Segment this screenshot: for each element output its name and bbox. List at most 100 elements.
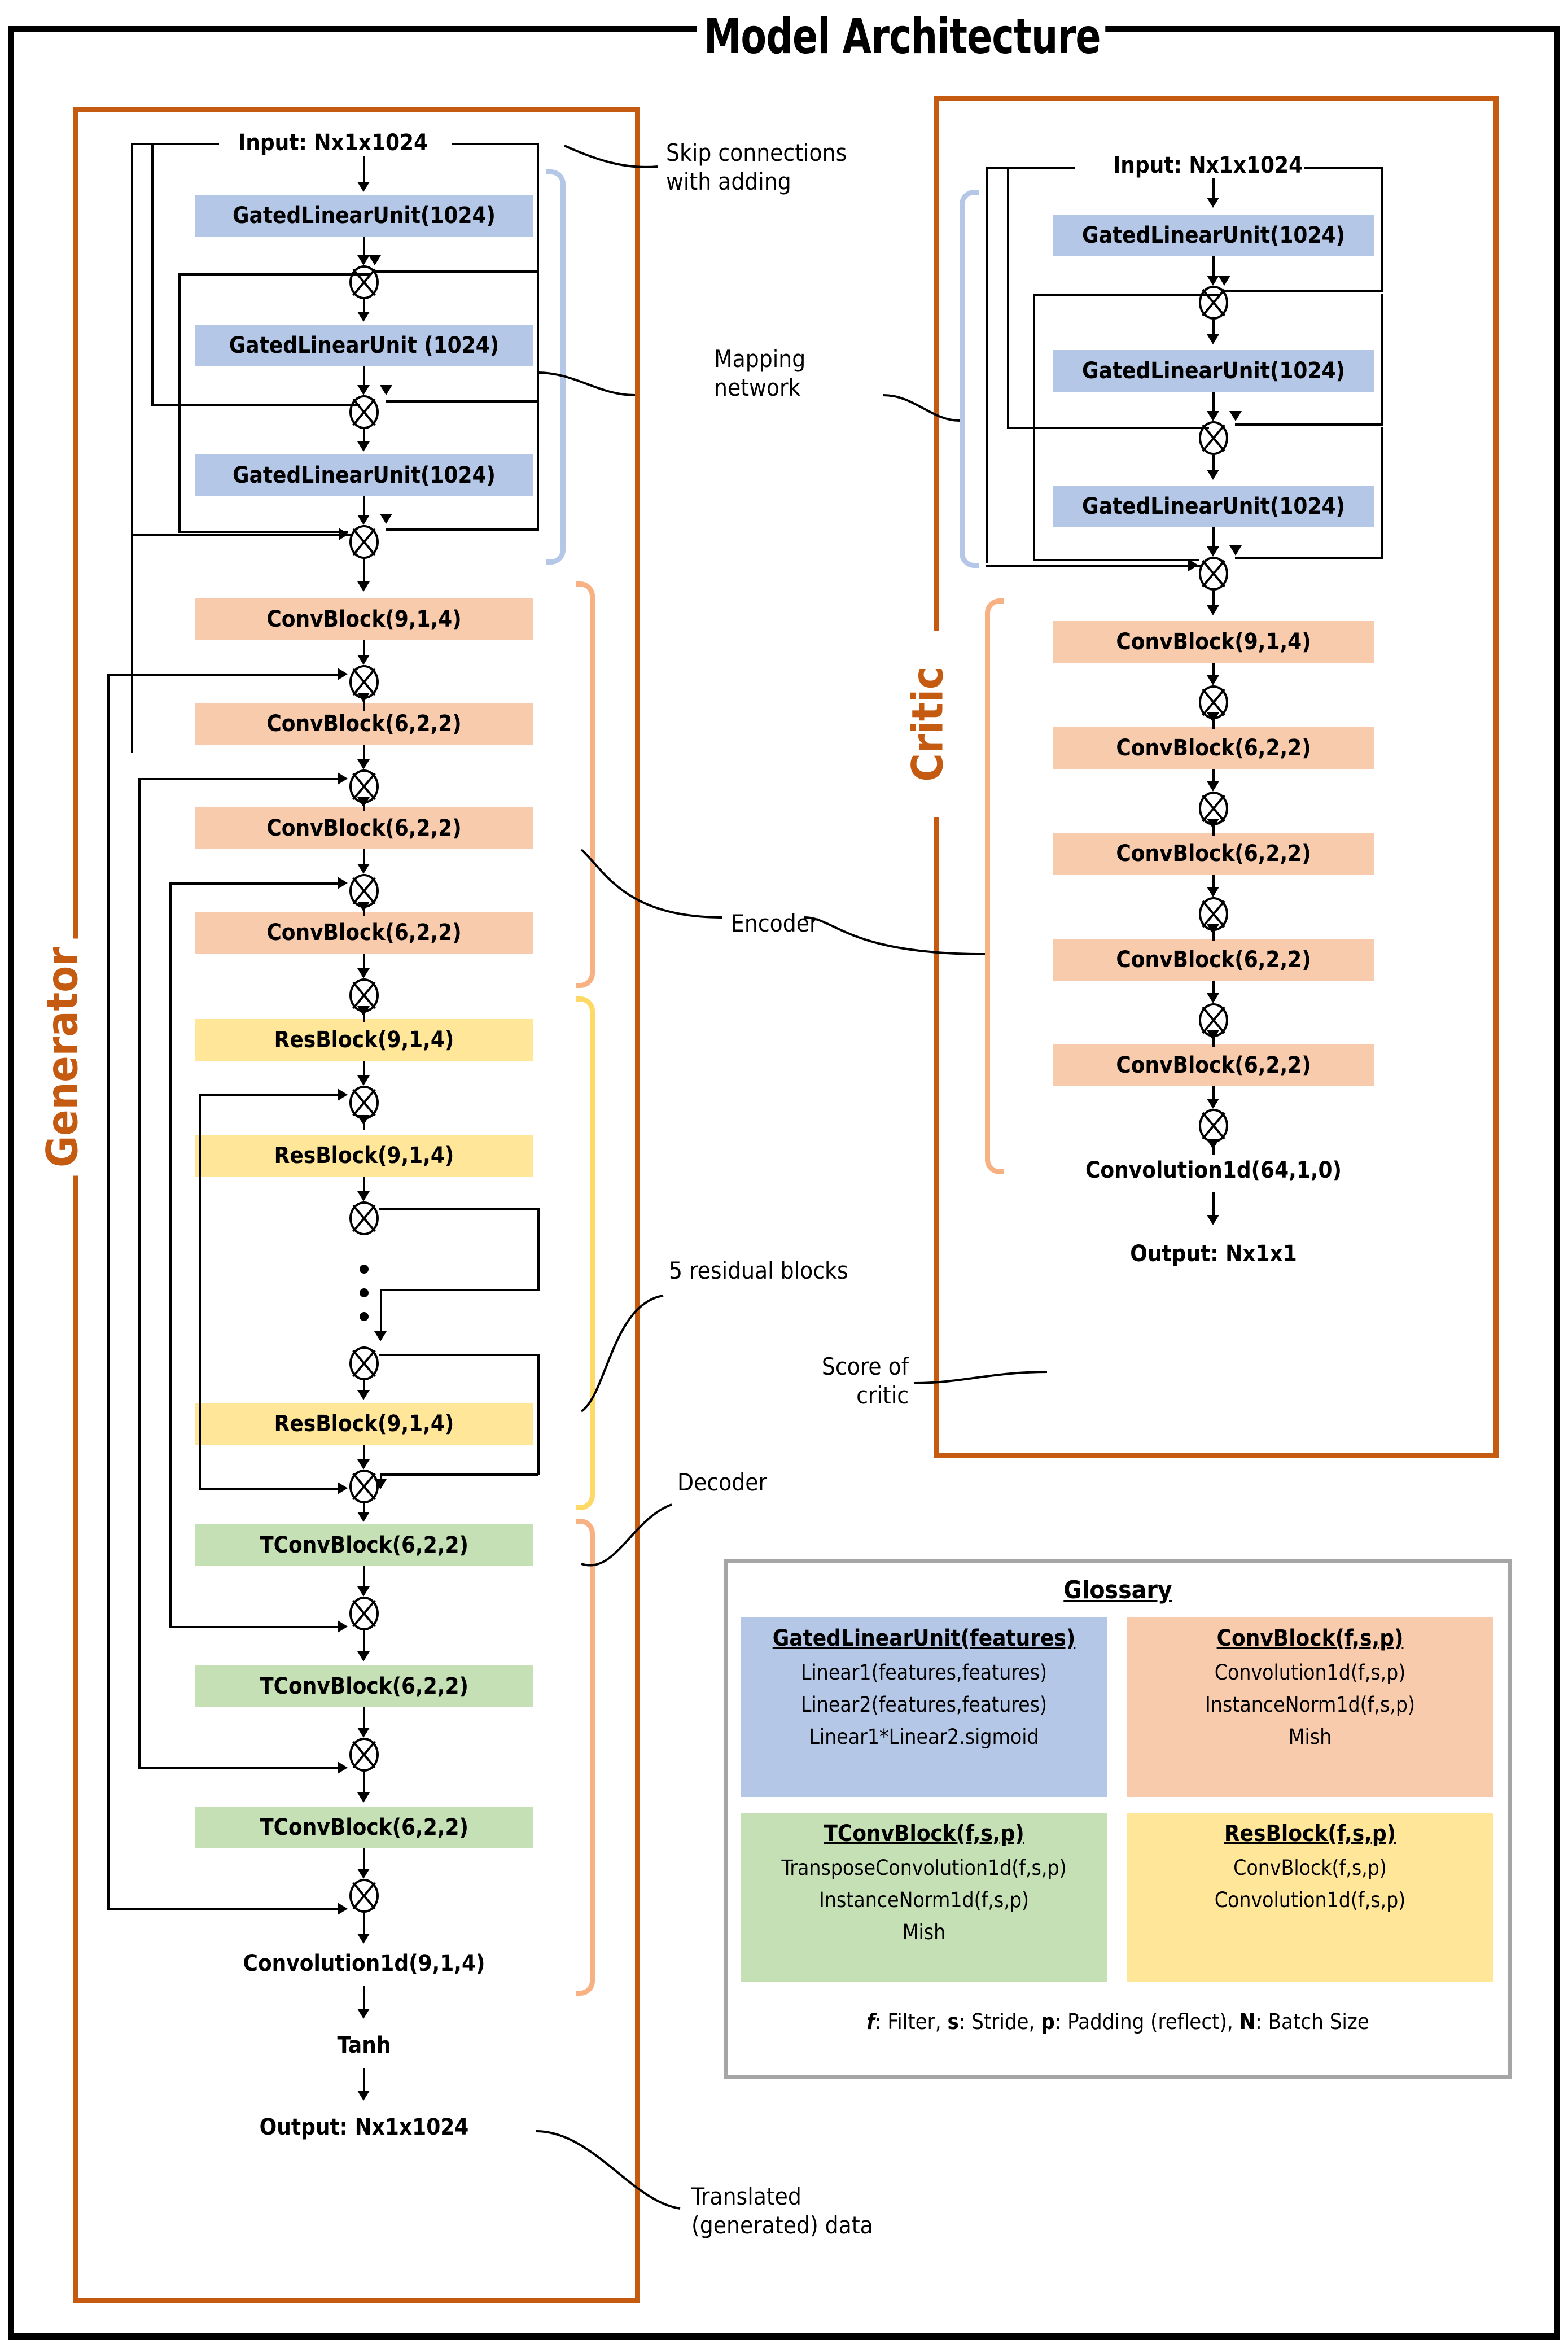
gen-res-loop-arrow [374, 1331, 387, 1341]
critic-arrow-head [1207, 675, 1219, 685]
gen-skip-arrow [338, 1088, 348, 1101]
gen-skip-line [178, 273, 370, 276]
gen-skip-arrow [339, 528, 349, 540]
critic-arrow-head [1207, 924, 1219, 934]
gen-skip-line [452, 143, 539, 145]
annotation-encoder: Encoder [731, 910, 818, 937]
critic-label: Critic [897, 631, 957, 817]
critic-conv-4: ConvBlock(6,2,2) [1053, 939, 1374, 981]
generator-final-conv: Convolution1d(9,1,4) [243, 1951, 485, 1977]
generator-glu-2: GatedLinearUnit (1024) [195, 325, 533, 366]
gen-arrow-head [357, 1191, 370, 1201]
gen-skip-arrow [338, 668, 348, 680]
gen-arrow-head [357, 182, 370, 192]
gen-arrow-line [363, 745, 365, 765]
glossary-line: InstanceNorm1d(f,s,p) [1205, 1693, 1415, 1717]
critic-arrow-line [1212, 1037, 1215, 1047]
critic-skip-line [986, 565, 1201, 567]
critic-skip-line [1007, 167, 1009, 429]
critic-arrow-line [1212, 455, 1215, 474]
gen-arrow-head [357, 1586, 370, 1597]
critic-arrow-line [1212, 256, 1215, 280]
critic-skip-arrow [1229, 411, 1242, 421]
gen-arrow-head [357, 515, 370, 525]
gen-arrow-line [363, 496, 365, 520]
critic-arrow-head [1207, 819, 1219, 829]
critic-arrow-line [1212, 392, 1215, 416]
glossary-header: ConvBlock(f,s,p) [1216, 1625, 1404, 1651]
gen-skip-line [138, 778, 141, 1769]
glossary-cell-resblock: ResBlock(f,s,p) ConvBlock(f,s,p) Convolu… [1127, 1813, 1493, 1982]
generator-conv-1: ConvBlock(9,1,4) [195, 598, 533, 640]
gen-adder [349, 525, 379, 559]
critic-arrow-line [1212, 320, 1215, 339]
gen-arrow-head [357, 1934, 370, 1944]
critic-skip-line [986, 167, 988, 563]
critic-adder [1199, 286, 1228, 320]
critic-arrow-line [1212, 178, 1215, 201]
generator-res-3: ResBlock(9,1,4) [195, 1403, 533, 1445]
critic-arrow-head [1207, 334, 1219, 344]
gen-arrow-head [357, 1512, 370, 1522]
gen-arrow-head [357, 968, 370, 978]
critic-input: Input: Nx1x1024 [1113, 152, 1303, 178]
residual-brace [576, 996, 595, 1510]
generator-res-1: ResBlock(9,1,4) [195, 1019, 533, 1061]
annotation-skip-connections: Skip connections with adding [666, 139, 847, 196]
gen-arrow-line [363, 156, 365, 185]
gen-arrow-line [363, 1630, 365, 1656]
critic-skip-arrow [1188, 559, 1198, 571]
glossary-cell-tconvblock: TConvBlock(f,s,p) TransposeConvolution1d… [741, 1813, 1107, 1982]
critic-skip-line [1224, 290, 1383, 292]
gen-adder [349, 395, 379, 429]
critic-arrow-head [1207, 1215, 1219, 1225]
ellipsis-dots [360, 1265, 369, 1336]
gen-res-loop [537, 1208, 540, 1291]
gen-skip-line [386, 528, 539, 531]
critic-arrow-line [1212, 1192, 1215, 1219]
annotation-mapping-network: Mapping network [714, 345, 806, 402]
gen-arrow-head [357, 385, 370, 395]
decoder-brace [576, 1519, 595, 1996]
generator-conv-4: ConvBlock(6,2,2) [195, 912, 533, 954]
gen-arrow-head [357, 797, 370, 807]
glossary-panel: Glossary GatedLinearUnit(features) Linea… [724, 1559, 1512, 2079]
critic-skip-line [1033, 294, 1219, 296]
critic-skip-line [1007, 427, 1209, 429]
gen-arrow-line [363, 1707, 365, 1733]
critic-skip-arrow [1229, 545, 1242, 556]
glossary-line: Linear2(features,features) [800, 1693, 1048, 1717]
gen-arrow-head [357, 759, 370, 769]
gen-skip-line [107, 674, 344, 676]
annotation-score-of-critic: Score of critic [821, 1353, 909, 1410]
gen-arrow-head [357, 1006, 370, 1016]
gen-arrow-line [363, 429, 365, 447]
gen-arrow-line [363, 699, 365, 711]
gen-arrow-head [357, 1651, 370, 1661]
gen-arrow-head [357, 581, 370, 592]
gen-arrow-line [363, 1380, 365, 1396]
gen-arrow-head [357, 1390, 370, 1400]
gen-skip-line [374, 270, 539, 273]
glossary-line: Linear1*Linear2.sigmoid [809, 1725, 1039, 1749]
critic-glu-2: GatedLinearUnit(1024) [1053, 350, 1374, 392]
generator-tconv-1: TConvBlock(6,2,2) [195, 1524, 533, 1566]
gen-skip-line [199, 1094, 201, 1489]
gen-skip-line [131, 534, 351, 536]
critic-adder [1199, 557, 1228, 591]
critic-mapping-brace [960, 190, 979, 568]
gen-skip-line [537, 273, 539, 403]
critic-skip-arrow [1218, 276, 1230, 286]
encoder-brace [576, 581, 595, 988]
gen-arrow-head [357, 1459, 370, 1470]
gen-adder [349, 1597, 379, 1630]
critic-encoder-brace [985, 598, 1004, 1174]
generator-res-2: ResBlock(9,1,4) [195, 1135, 533, 1177]
gen-arrow-line [363, 2068, 365, 2095]
critic-conv-5: ConvBlock(6,2,2) [1053, 1044, 1374, 1086]
gen-skip-line [178, 273, 181, 533]
glossary-title: Glossary [1063, 1576, 1172, 1604]
gen-res-loop [380, 1473, 382, 1488]
gen-arrow-head [357, 1869, 370, 1879]
gen-arrow-head [357, 255, 370, 265]
